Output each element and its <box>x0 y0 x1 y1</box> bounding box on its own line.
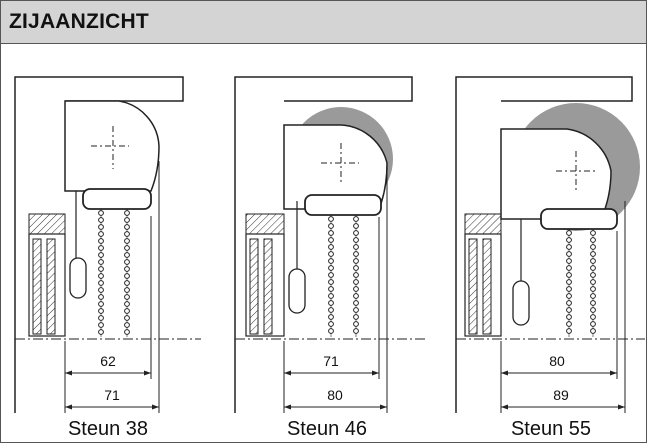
view-caption: Steun 55 <box>511 418 591 440</box>
dimension-inner-label: 80 <box>549 353 565 369</box>
cord-weight <box>69 257 87 299</box>
panel-header: ZIJAANZICHT <box>1 1 646 44</box>
bracket-body <box>500 128 612 220</box>
cord-weight <box>288 268 306 314</box>
bottom-rail <box>540 208 618 230</box>
bead-chain <box>98 209 130 337</box>
glass-pane <box>249 238 259 335</box>
bead-chain <box>328 215 359 337</box>
wall-outline <box>234 76 413 413</box>
window-frame <box>28 233 66 337</box>
glass-pane <box>482 238 492 335</box>
frame-hatch <box>464 213 502 235</box>
glass-pane <box>263 238 273 335</box>
frame-hatch <box>245 213 285 235</box>
view-caption: Steun 38 <box>68 418 148 440</box>
view-steun-38: 62 71 Steun 38 <box>14 76 201 440</box>
glass-pane <box>468 238 478 335</box>
window-frame <box>245 233 285 337</box>
glass-pane <box>46 238 56 335</box>
view-steun-55: 80 89 Steun 55 <box>455 76 645 440</box>
wall-outline <box>455 76 633 413</box>
bead-chain <box>566 229 596 337</box>
bottom-rail <box>304 194 382 216</box>
bracket-body <box>64 100 160 192</box>
dimension-outer-label: 89 <box>553 387 569 403</box>
dimension-inner-label: 62 <box>100 353 116 369</box>
view-caption: Steun 46 <box>287 418 367 440</box>
cord-weight <box>512 280 530 326</box>
dimension-outer-label: 80 <box>327 387 343 403</box>
glass-pane <box>32 238 42 335</box>
bottom-rail <box>82 188 152 210</box>
wall-outline <box>14 76 184 413</box>
dimension-inner-label: 71 <box>323 353 339 369</box>
view-steun-46: 71 80 Steun 46 <box>234 76 426 440</box>
dimension-outer-label: 71 <box>104 387 120 403</box>
panel-title: ZIJAANZICHT <box>9 10 149 33</box>
window-frame <box>464 233 502 337</box>
frame-hatch <box>28 213 66 235</box>
